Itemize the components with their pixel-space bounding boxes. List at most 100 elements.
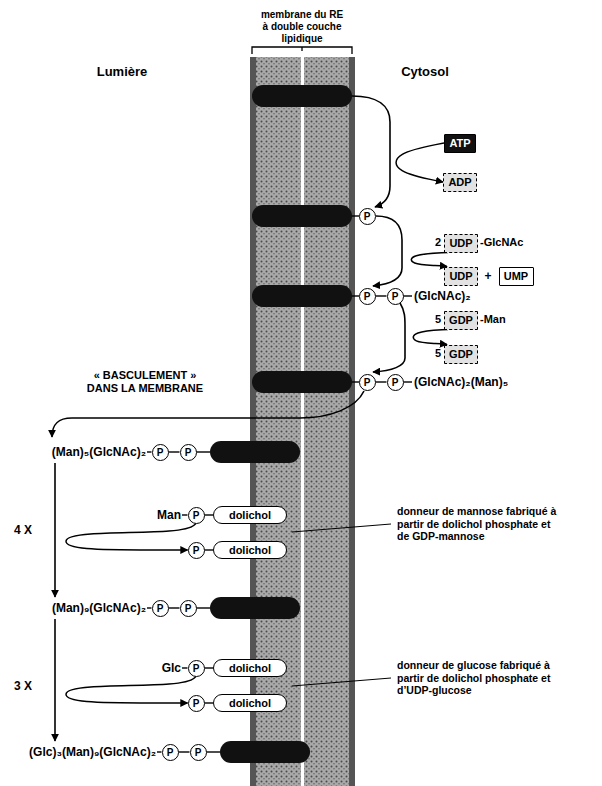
nucleotide-box: UDP	[444, 234, 478, 253]
stoichiometry: 5	[435, 347, 441, 359]
membrane-bracket	[252, 47, 352, 54]
sugar-name-box: Man	[157, 508, 181, 522]
bond	[352, 381, 359, 382]
nucleotide-box: GDP	[444, 345, 478, 364]
phosphate-circle: P	[188, 507, 205, 524]
node-text: ATP	[449, 137, 470, 149]
bond	[182, 514, 188, 515]
stoichiometry-box: 2	[435, 236, 441, 249]
repeat-count-box: 3 X	[14, 679, 32, 693]
node-text: GDP	[449, 348, 473, 360]
bond-group	[147, 216, 412, 752]
pathway-arrows	[52, 96, 405, 741]
phosphate-circle: P	[180, 600, 197, 617]
reaction-arrow	[66, 524, 196, 551]
bond	[147, 451, 152, 452]
bond	[169, 607, 180, 608]
reaction-arrow	[396, 143, 444, 182]
dolichol-molecule	[252, 371, 352, 393]
node-text: dolichol	[229, 544, 271, 556]
flip-label-box: « BASCULEMENT » DANS LA MEMBRANE	[80, 369, 210, 395]
dolichol-molecule	[252, 85, 352, 107]
sugar-name: Man	[157, 508, 181, 522]
phosphate-circle: P	[190, 744, 207, 761]
dolichol-oval: dolichol	[213, 694, 287, 712]
repeat-count-box: 4 X	[14, 523, 32, 537]
node-text: P	[364, 211, 371, 222]
bond	[147, 607, 152, 608]
nucleotide-box: UMP	[499, 267, 534, 286]
oligosaccharide: (Man)₉(GlcNAc)₂	[52, 601, 146, 615]
node-text: P	[185, 447, 192, 458]
stoichiometry-box: 5	[435, 313, 441, 326]
phosphate-circle: P	[180, 444, 197, 461]
flip-label: « BASCULEMENT » DANS LA MEMBRANE	[87, 369, 203, 394]
node-text: GDP	[449, 314, 473, 326]
oligosaccharide: (GlcNAc)₂(Man)₅	[414, 375, 508, 389]
bond	[376, 381, 387, 382]
nucleotide-box: ADP	[443, 173, 477, 192]
repeat-count: 3 X	[14, 679, 32, 693]
dolichol-oval: dolichol	[213, 506, 287, 524]
lipid-leaflet	[304, 57, 355, 786]
membrane-caption: membrane du RE à double couche lipidique	[261, 9, 343, 44]
bond	[205, 702, 214, 703]
dolichol-molecule	[210, 597, 300, 619]
oligosaccharide-box: (Man)₅(GlcNAc)₂	[52, 445, 146, 459]
phosphate-circle: P	[188, 695, 205, 712]
sugar-name-box: -Man	[480, 313, 506, 326]
bond	[205, 549, 214, 550]
lipid-heads	[349, 57, 355, 786]
membrane-caption-box: membrane du RE à double couche lipidique	[258, 9, 346, 45]
node-text: dolichol	[229, 662, 271, 674]
bond	[157, 751, 162, 752]
bond	[207, 751, 221, 752]
node-text: P	[364, 377, 371, 388]
node-text: P	[193, 663, 200, 674]
reaction-arrow	[413, 330, 448, 345]
phosphate-circle: P	[152, 600, 169, 617]
annotation: donneur de mannose fabriqué à partir de …	[397, 505, 556, 542]
phosphate-circle: P	[387, 288, 404, 305]
phosphate-circle: P	[387, 374, 404, 391]
phosphate-circle: P	[359, 288, 376, 305]
dolichol-oval: dolichol	[213, 659, 287, 677]
stoichiometry: 5	[435, 313, 441, 325]
sugar-name-box: Glc	[162, 661, 181, 675]
pathway-arrow	[352, 96, 390, 207]
compartment-label-box: Cytosol	[401, 64, 449, 80]
node-text: ADP	[448, 176, 471, 188]
dolichol-molecule	[220, 741, 310, 763]
flip-arrow	[52, 391, 364, 437]
phosphate-circle: P	[162, 744, 179, 761]
bond	[352, 215, 359, 216]
bond	[205, 514, 214, 515]
nucleotide-box: ATP	[444, 134, 476, 153]
sugar-name: -Man	[480, 313, 506, 325]
nucleotide-box: UDP	[444, 267, 478, 286]
node-text: UMP	[504, 270, 528, 282]
node-text: P	[392, 291, 399, 302]
phosphate-circle: P	[188, 660, 205, 677]
bond	[352, 295, 359, 296]
node-text: P	[392, 377, 399, 388]
reaction-arrow	[411, 253, 448, 267]
annotation-box: donneur de mannose fabriqué à partir de …	[397, 505, 557, 543]
node-text: P	[157, 447, 164, 458]
oligosaccharide: (GlcNAc)₂	[414, 289, 471, 303]
node-text: UDP	[449, 270, 472, 282]
repeat-count: 4 X	[14, 523, 32, 537]
dolichol-molecule	[252, 285, 352, 307]
bond	[182, 667, 188, 668]
bond	[197, 607, 211, 608]
bond	[404, 295, 413, 296]
oligosaccharide-box: (Man)₉(GlcNAc)₂	[52, 601, 146, 615]
node-text: dolichol	[229, 697, 271, 709]
stoichiometry: 2	[435, 236, 441, 248]
node-text: dolichol	[229, 509, 271, 521]
pathway-arrow	[54, 619, 56, 741]
stoichiometry-box: 5	[435, 347, 441, 360]
bond	[179, 751, 190, 752]
